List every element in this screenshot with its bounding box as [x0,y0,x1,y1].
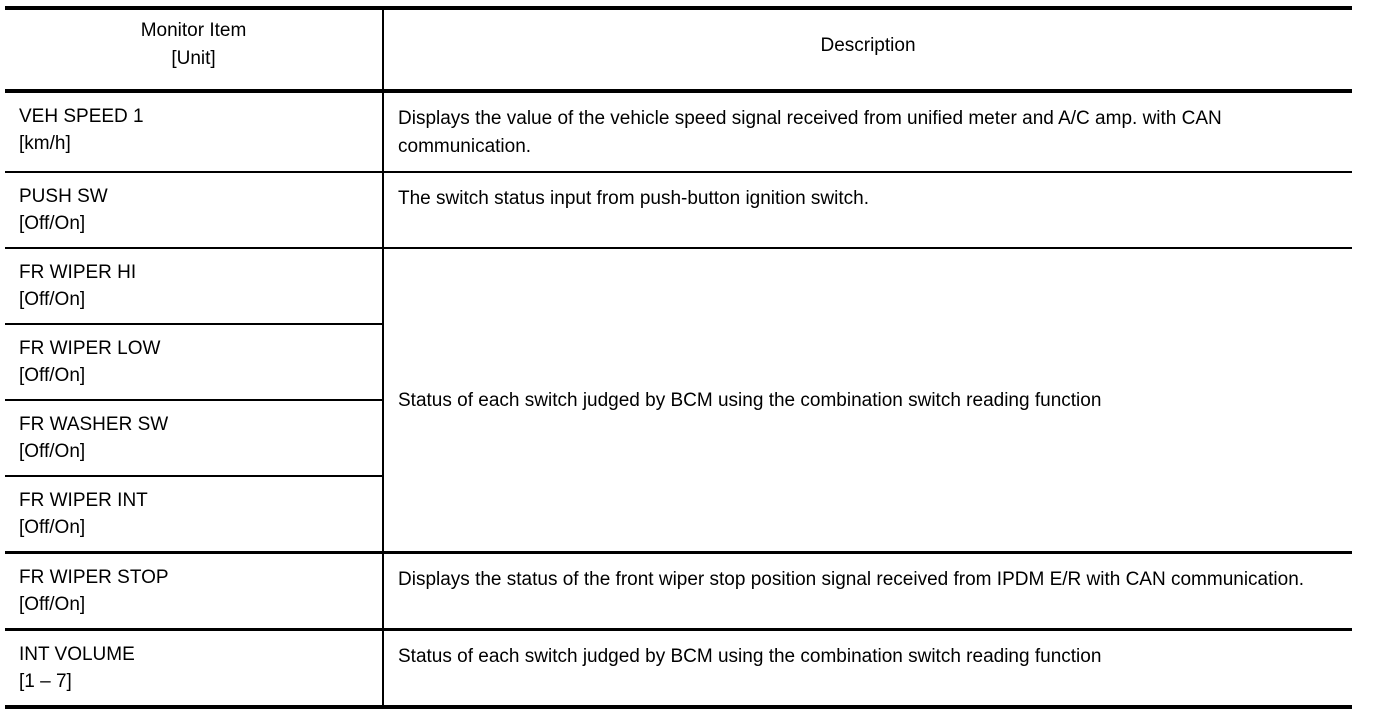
monitor-item-cell: FR WIPER HI [Off/On] [5,248,384,325]
monitor-item-unit: [Off/On] [19,441,86,462]
monitor-item-unit: [1 – 7] [19,671,72,692]
description-cell: Status of each switch judged by BCM usin… [383,629,1352,709]
monitor-item-unit: [Off/On] [19,289,86,310]
description-text: Status of each switch judged by BCM usin… [398,390,1102,411]
description-cell: Displays the status of the front wiper s… [383,552,1352,631]
column-header-description: Description [383,6,1352,93]
table-row: INT VOLUME [1 – 7] Status of each switch… [5,629,1352,709]
column-header-monitor-item: Monitor Item [Unit] [5,6,384,93]
monitor-item-unit: [Off/On] [19,365,86,386]
monitor-item-name: FR WIPER STOP [19,567,169,588]
monitor-item-unit: [Off/On] [19,213,86,234]
table-row: VEH SPEED 1 [km/h] Displays the value of… [5,91,1352,173]
table-header: Monitor Item [Unit] Description [5,6,1352,93]
monitor-item-cell: PUSH SW [Off/On] [5,172,384,249]
monitor-item-name: PUSH SW [19,186,108,207]
table-row: FR WASHER SW [Off/On] [5,400,1352,477]
monitor-item-cell: FR WASHER SW [Off/On] [5,400,384,477]
monitor-item-name: FR WIPER LOW [19,338,161,359]
table-row: FR WIPER STOP [Off/On] Displays the stat… [5,552,1352,631]
monitor-item-cell: INT VOLUME [1 – 7] [5,629,384,709]
description-text: Status of each switch judged by BCM usin… [398,646,1102,667]
description-cell: The switch status input from push-button… [383,172,1352,249]
monitor-item-unit: [Off/On] [19,594,86,615]
monitor-item-unit: [Off/On] [19,517,86,538]
description-text: Displays the value of the vehicle speed … [398,108,1222,157]
monitor-item-cell: FR WIPER INT [Off/On] [5,476,384,554]
table-row: PUSH SW [Off/On] The switch status input… [5,172,1352,249]
table-row: FR WIPER INT [Off/On] [5,476,1352,554]
monitor-item-name: VEH SPEED 1 [19,106,144,127]
monitor-item-unit: [km/h] [19,133,71,154]
description-text: Displays the status of the front wiper s… [398,569,1305,590]
monitor-item-name: FR WASHER SW [19,414,169,435]
table-row: FR WIPER HI [Off/On] Status of each swit… [5,248,1352,554]
monitor-item-cell: FR WIPER LOW [Off/On] [5,324,384,401]
description-text: The switch status input from push-button… [398,188,870,209]
monitor-item-name: INT VOLUME [19,644,135,665]
column-header-monitor-item-unit: [Unit] [171,48,216,69]
column-header-description-title: Description [820,35,916,56]
document-page: Monitor Item [Unit] Description VEH SPEE… [5,6,1352,709]
table-row: FR WIPER LOW [Off/On] [5,324,1352,401]
table-body: VEH SPEED 1 [km/h] Displays the value of… [5,91,1352,709]
monitor-item-table: Monitor Item [Unit] Description VEH SPEE… [5,6,1352,709]
description-cell-merged: Status of each switch judged by BCM usin… [383,248,1352,554]
monitor-item-cell: FR WIPER STOP [Off/On] [5,552,384,631]
monitor-item-name: FR WIPER INT [19,490,148,511]
monitor-item-name: FR WIPER HI [19,262,137,283]
table-header-row: Monitor Item [Unit] Description [5,6,1352,93]
column-header-monitor-item-title: Monitor Item [140,20,247,41]
monitor-item-cell: VEH SPEED 1 [km/h] [5,91,384,173]
description-cell: Displays the value of the vehicle speed … [383,91,1352,173]
